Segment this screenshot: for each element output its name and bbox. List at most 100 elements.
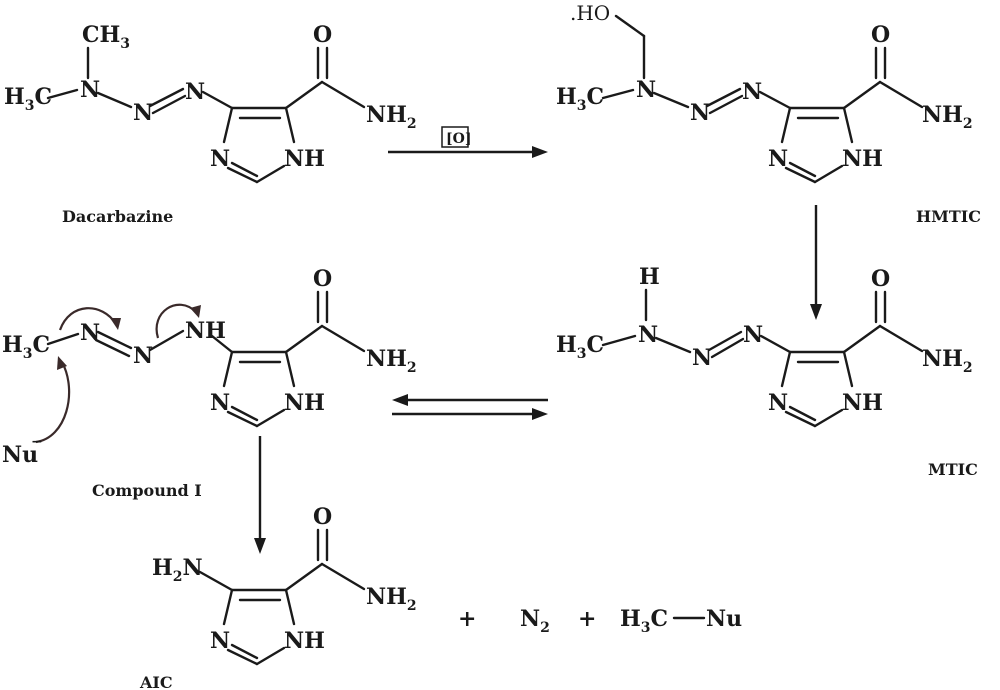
hmtic-nh2-label: NH2 (922, 102, 973, 132)
arrow-head (810, 304, 822, 320)
arrow-head-right (532, 408, 548, 420)
nucleophile-label: Nu (2, 442, 38, 468)
curved-arrow-nu-head (57, 356, 67, 370)
dacarbazine-o-atom: O (313, 22, 332, 48)
plus-sign-1: + (458, 606, 476, 632)
mtic-n3-atom: N (743, 322, 763, 348)
reagent-box (441, 126, 469, 148)
bond (842, 350, 854, 388)
bond (94, 338, 131, 358)
hmtic-ring-nh: NH (842, 146, 883, 172)
compound1-nh-atom: NH (185, 318, 226, 344)
bond (601, 88, 635, 100)
compound1-h3c-label: H3C (2, 332, 50, 362)
aic-h2n-label: H2N (152, 555, 203, 585)
mtic-ring-nh: NH (842, 390, 883, 416)
byproducts: + N2 + H3C Nu (458, 606, 742, 636)
bond (148, 329, 185, 352)
bond (148, 87, 185, 108)
bond (255, 646, 286, 666)
bond (255, 408, 286, 428)
aic-name: AIC (139, 673, 173, 690)
bond (780, 350, 792, 388)
reagent-label: [O] (446, 131, 471, 147)
compound1-nh2-label: NH2 (366, 346, 417, 376)
hmtic-n3-atom: N (742, 79, 762, 105)
bond (705, 87, 742, 108)
hmtic-ho-label: .HO (570, 1, 610, 25)
bond (788, 405, 817, 422)
nitrogen-gas-label: N2 (520, 606, 550, 636)
arrow-compound-to-aic (254, 436, 266, 554)
bond (230, 405, 259, 422)
mtic-n2-atom: N (692, 345, 712, 371)
molecule-hmtic: .HO H3C N N N N NH O NH2 HMTIC (556, 1, 981, 226)
bond (708, 94, 744, 115)
bond (226, 166, 259, 184)
bond (878, 80, 924, 109)
dacarbazine-ring-n: N (210, 146, 230, 172)
bond (222, 588, 234, 626)
bond (230, 643, 259, 660)
bond (842, 106, 854, 144)
dacarbazine-name: Dacarbazine (62, 207, 173, 226)
bond (96, 330, 133, 350)
bond (842, 80, 882, 110)
bond (652, 91, 690, 109)
bond (878, 324, 924, 353)
aic-o-atom: O (313, 504, 332, 530)
hmtic-h3c-label: H3C (556, 84, 604, 114)
arrow-hmtic-to-mtic (810, 205, 822, 320)
nucleophile-charge: − (31, 434, 43, 450)
mtic-h-atom: H (639, 264, 660, 290)
molecule-compound-i: H3C N N NH N NH O NH2 Nu − Compound I (2, 266, 417, 500)
bond (284, 80, 324, 110)
bond (320, 562, 366, 591)
bond (784, 410, 817, 428)
curved-arrow-2-head (190, 305, 201, 318)
bond (759, 334, 792, 354)
arrow-head (254, 538, 266, 554)
bond (284, 588, 296, 626)
dacarbazine-n3-atom: N (185, 79, 205, 105)
bond (46, 332, 80, 346)
curved-arrow-2 (155, 303, 197, 339)
hmtic-ring-n: N (768, 146, 788, 172)
aic-nh2-label: NH2 (366, 584, 417, 614)
bond (151, 94, 187, 115)
bond (96, 91, 133, 109)
methyl-nu-nu: Nu (706, 606, 742, 632)
bond (198, 570, 234, 592)
mtic-o-atom: O (871, 266, 890, 292)
compound1-ring-n: N (210, 390, 230, 416)
bond (222, 350, 234, 388)
bond (788, 161, 817, 178)
mtic-ring-n: N (768, 390, 788, 416)
bond (230, 161, 259, 178)
bond (284, 350, 296, 388)
molecule-aic: H2N N NH O NH2 AIC (139, 504, 417, 690)
compound1-n1-atom: N (80, 320, 100, 346)
compound1-o-atom: O (313, 266, 332, 292)
arrow-head (532, 146, 548, 158)
compound1-n2-atom: N (133, 343, 153, 369)
curved-arrow-1-head (110, 318, 121, 330)
bond (46, 88, 79, 100)
bond (654, 336, 692, 354)
bond (780, 106, 792, 144)
hmtic-n1-atom: N (636, 77, 656, 103)
mtic-h3c-label: H3C (556, 332, 604, 362)
molecule-mtic: H H3C N N N N NH O NH2 MTIC (556, 264, 978, 479)
oxidation-arrow: [O] (388, 126, 548, 158)
bond (710, 337, 745, 359)
hmtic-name: HMTIC (916, 207, 981, 226)
methyl-nu-h3c: H3C (620, 606, 668, 636)
mtic-n1-atom: N (638, 322, 658, 348)
dacarbazine-ring-nh: NH (284, 146, 325, 172)
hmtic-o-atom: O (871, 22, 890, 48)
compound1-name: Compound I (92, 481, 202, 500)
dacarbazine-n2-atom: N (133, 100, 153, 126)
dacarbazine-n1-atom: N (80, 77, 100, 103)
dacarbazine-nh2-label: NH2 (366, 102, 417, 132)
